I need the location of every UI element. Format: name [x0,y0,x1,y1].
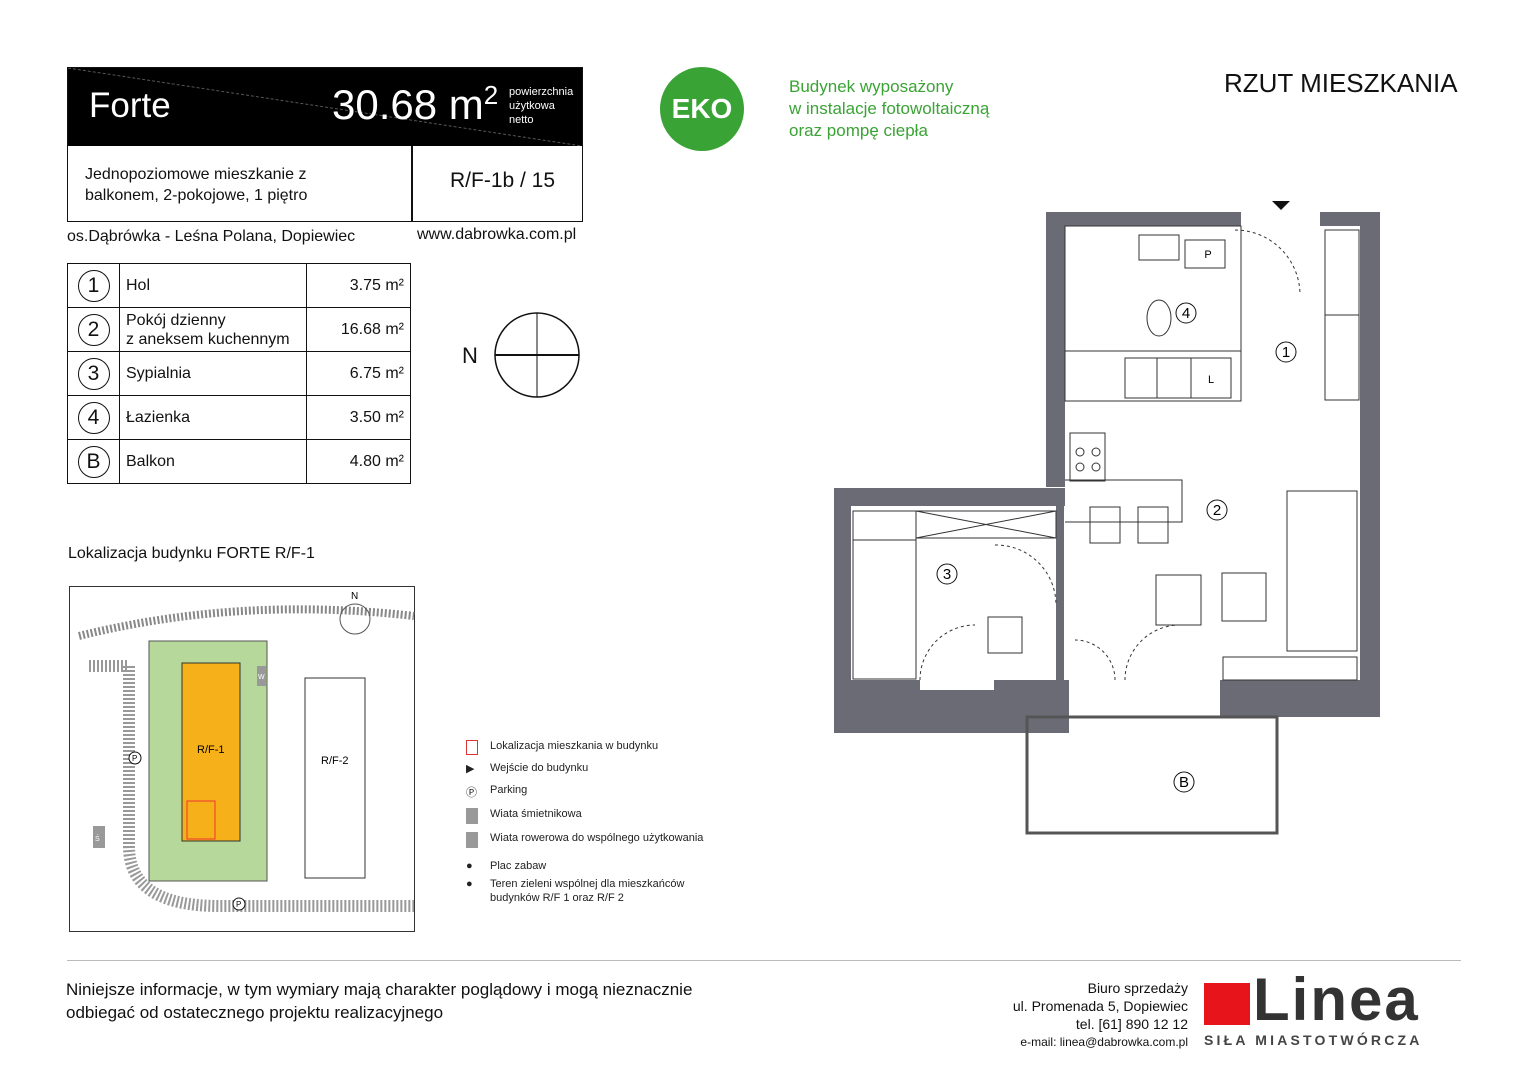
legend-label: Lokalizacja mieszkania w budynku [490,740,659,752]
divider [411,146,413,222]
eko-badge: EKO [660,67,744,151]
site-map: R/F-1 R/F-2 N P P Ś W [69,586,415,932]
plan-title: RZUT MIESZKANIA [1224,68,1458,98]
legend-label: Wejście do budynku [490,762,589,774]
room-number: 1 [77,269,110,302]
room-area: 16.68 m² [306,307,411,352]
legend-label: Teren zieleni wspólnej dla mieszkańców [490,878,685,890]
room-number: 2 [77,313,110,346]
room-name: Pokój dzienny z aneksem kuchennym [119,307,307,352]
label-l: L [1208,374,1214,386]
site-bike: W [258,674,265,681]
legend-label: Wiata śmietnikowa [490,808,582,820]
site-title: Lokalizacja budynku FORTE R/F-1 [68,545,315,562]
site-parking-2: P [236,900,241,909]
site-building2: R/F-2 [321,755,349,767]
disclaimer: Niniejsze informacje, w tym wymiary mają… [66,980,693,1022]
legend-icon: ● [466,860,473,872]
site-north: N [351,591,358,602]
apartment-code: R/F-1b / 15 [450,169,556,192]
brand-logo-square [1204,983,1250,1025]
label-p: P [1204,249,1211,261]
footer-divider [67,960,1461,961]
room-area: 3.75 m² [306,263,411,308]
floor-plan: 1 2 3 4 B P L [834,201,1380,835]
room-label-1: 1 [1282,344,1290,361]
legend-label: Plac zabaw [490,860,547,872]
room-name: Łazienka [119,395,307,440]
legend-icon [466,808,478,827]
legend-icon: ▶ [466,763,475,775]
apartment-area: 30.68 m2 [332,80,499,128]
website-link[interactable]: www.dabrowka.com.pl [417,226,577,243]
legend-icon: Ⓟ [466,787,477,799]
legend-label: Parking [490,784,528,796]
legend-icon: ● [466,878,473,890]
brand-logo: Linea [1253,966,1420,1033]
brand-tagline: SIŁA MIASTOTWÓRCZA [1204,1032,1423,1048]
site-parking-1: P [132,754,137,763]
room-area: 3.50 m² [306,395,411,440]
building-name: Forte [89,86,171,125]
room-label-4: 4 [1182,305,1190,322]
compass-label: N [462,343,478,368]
room-number: 4 [77,401,110,434]
location-text: os.Dąbrówka - Leśna Polana, Dopiewiec [67,228,356,245]
legend-label: Wiata rowerowa do wspólnego użytkowania [490,832,704,844]
compass-icon [494,312,580,398]
legend-icon [466,740,478,758]
email-link[interactable]: e-mail: linea@dabrowka.com.pl [1020,1035,1188,1049]
room-area: 4.80 m² [306,439,411,484]
room-name: Sypialnia [119,351,307,396]
room-area: 6.75 m² [306,351,411,396]
legend-icon [466,832,478,851]
room-label-balcony: B [1179,774,1189,791]
room-label-2: 2 [1213,502,1221,519]
site-bin: Ś [95,834,100,843]
room-number: 3 [77,357,110,390]
site-building1: R/F-1 [197,744,225,756]
room-name: Balkon [119,439,307,484]
room-label-3: 3 [943,566,951,583]
room-number: B [77,445,110,478]
legend-label: budynków R/F 1 oraz R/F 2 [490,892,624,904]
room-name: Hol [119,263,307,308]
